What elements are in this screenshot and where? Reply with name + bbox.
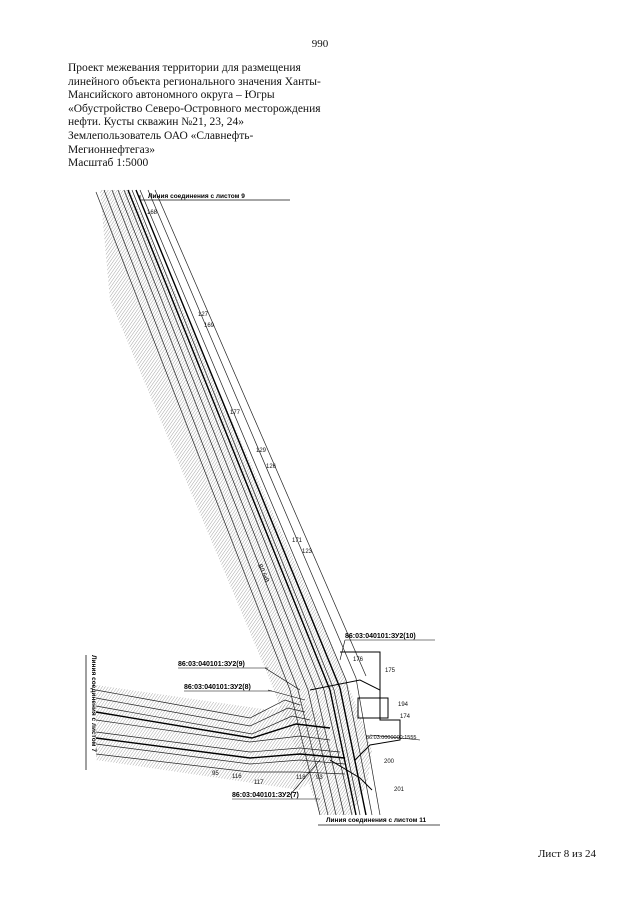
- sheet-number: Лист 8 из 24: [537, 848, 596, 860]
- point-label: 175: [385, 668, 396, 674]
- parcel-label-8: 86:03:040101:ЗУ2(8): [184, 684, 251, 691]
- connection-label-bottom: Линия соединения с листом 11: [326, 817, 426, 824]
- point-label: 123: [302, 549, 313, 555]
- header-line: Мансийского автономного округа – Югры: [68, 89, 275, 102]
- leader-lines: [264, 639, 421, 796]
- point-label: 169: [204, 323, 215, 329]
- header-line: Мегионнефтегаз»: [68, 143, 156, 156]
- point-label: 176: [353, 657, 364, 663]
- header-line: линейного объекта регионального значения…: [68, 75, 321, 88]
- diagonal-corridor: [95, 189, 381, 816]
- page-number: 990: [311, 38, 329, 50]
- point-label: 171: [292, 538, 303, 544]
- parcel-label-7: 86:03:040101:ЗУ2(7): [232, 792, 299, 799]
- point-label: 201: [394, 787, 405, 793]
- connection-label-top: Линия соединения с листом 9: [148, 193, 245, 200]
- point-label: 127: [198, 312, 209, 318]
- point-label: 118: [296, 775, 306, 781]
- point-label: 117: [254, 780, 264, 786]
- point-label: 129: [256, 448, 267, 454]
- header-line: нефти. Кусты скважин №21, 23, 24»: [68, 116, 244, 129]
- sheet-frame: [85, 195, 440, 826]
- parcel-boundaries: [309, 651, 401, 791]
- point-label: 200: [384, 759, 395, 765]
- point-label: 174: [400, 714, 411, 720]
- header-line: «Обустройство Северо-Островного месторож…: [68, 102, 321, 115]
- header-line: Проект межевания территории для размещен…: [68, 62, 301, 74]
- scale-label: Масштаб 1:5000: [68, 157, 149, 170]
- point-label: 116: [232, 774, 242, 780]
- point-label: 93: [316, 775, 323, 781]
- parcel-label-10: 86:03:040101:ЗУ2(10): [345, 633, 416, 640]
- parcel-label-9: 86:03:040101:ЗУ2(9): [178, 661, 245, 668]
- point-label: 126: [266, 464, 277, 470]
- point-label: 177: [230, 410, 241, 416]
- point-label: 194: [398, 702, 409, 708]
- point-label: 95: [212, 771, 219, 777]
- connection-label-left: Линия соединения с листом 7: [90, 655, 97, 752]
- branch-corridor: [95, 685, 346, 790]
- point-label: 168: [147, 210, 158, 216]
- header-line: Землепользователь ОАО «Славнефть-: [68, 129, 254, 142]
- document-header: Проект межевания территории для размещен…: [68, 62, 358, 171]
- parcel-label-existing: 86:03:0000000:1555: [366, 735, 416, 741]
